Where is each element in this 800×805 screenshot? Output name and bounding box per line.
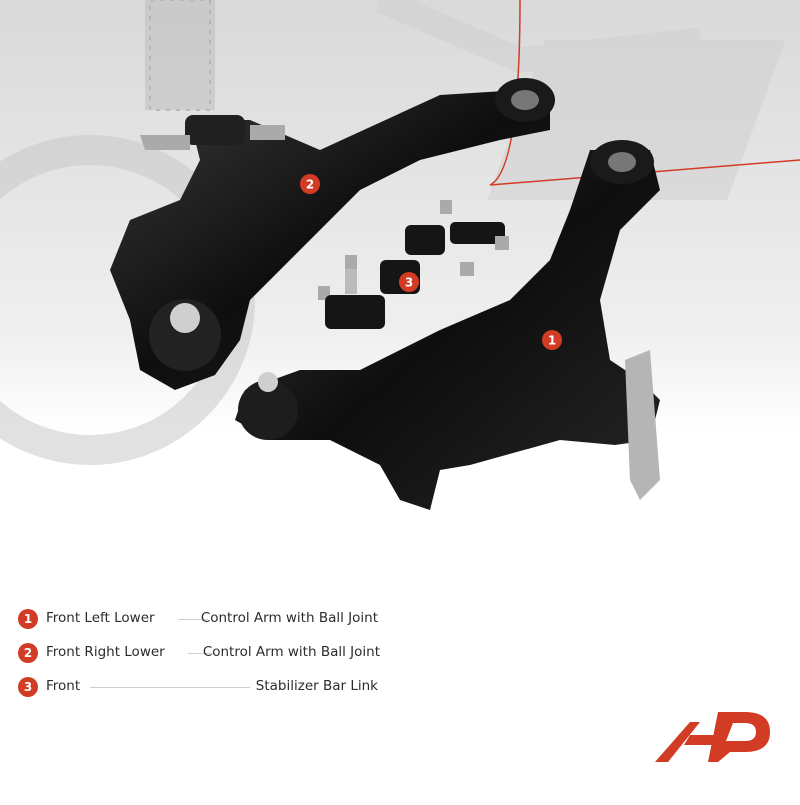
legend-part-position: Front [46,678,81,694]
legend-divider [178,619,208,620]
legend-part-name: Control Arm with Ball Joint [202,644,380,660]
parts-legend: 1 Front Left Lower Control Arm with Ball… [18,606,398,708]
legend-divider [188,653,214,654]
stabilizer-bar-links [318,200,509,329]
number-badge: 3 [18,677,38,697]
legend-part-name: Control Arm with Ball Joint [200,610,378,626]
callout-3-label: 3 [405,276,413,290]
control-arm-left-lower [235,140,660,510]
legend-row: 1 Front Left Lower Control Arm with Ball… [18,606,398,640]
callout-1-label: 1 [548,334,556,348]
callout-2: 2 [300,174,320,194]
legend-divider [90,687,250,688]
legend-row: 2 Front Right Lower Control Arm with Bal… [18,640,398,674]
legend-part-position: Front Right Lower [46,644,165,660]
number-badge: 1 [18,609,38,629]
number-badge: 2 [18,643,38,663]
callout-1: 1 [542,330,562,350]
legend-part-name: Stabilizer Bar Link [255,678,378,694]
control-arm-right-lower [110,78,555,390]
legend-part-position: Front Left Lower [46,610,155,626]
callout-2-label: 2 [306,178,314,192]
brand-logo [655,712,770,762]
legend-row: 3 Front Stabilizer Bar Link [18,674,398,708]
callout-3: 3 [399,272,419,292]
